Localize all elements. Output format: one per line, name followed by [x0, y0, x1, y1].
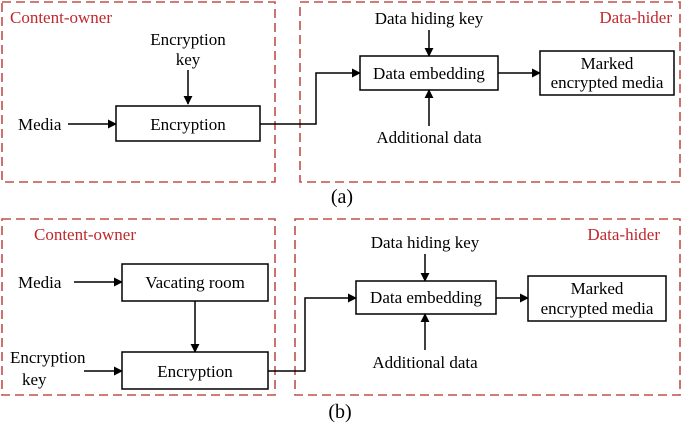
- encryption-box-b: [121, 351, 269, 390]
- media-label-a: Media: [18, 115, 62, 134]
- encryption-key-label-a: Encryption: [150, 30, 226, 49]
- content-owner-region-a: [1, 1, 276, 183]
- caption-a: (a): [331, 186, 353, 208]
- vacating-room-label-b: Vacating room: [145, 273, 245, 292]
- additional-data-label-b: Additional data: [372, 353, 478, 372]
- vacating-room-box-b: [121, 263, 269, 302]
- data-embedding-label-a: Data embedding: [373, 64, 485, 83]
- panel-b: Content-owner Data-hider Media Vacating …: [1, 218, 681, 423]
- data-embedding-label-b: Data embedding: [370, 288, 482, 307]
- data-hider-label-a: Data-hider: [599, 8, 672, 27]
- encryption-key-label-a-line2: key: [176, 50, 201, 69]
- caption-b: (b): [328, 401, 351, 423]
- panel-a: Content-owner Data-hider Encryption key …: [1, 1, 681, 208]
- encryption-key-label-b: Encryption: [10, 348, 86, 367]
- encryption-box-label-b: Encryption: [157, 362, 233, 381]
- additional-data-label-a: Additional data: [376, 128, 482, 147]
- marked-media-label-a-line2: encrypted media: [551, 73, 664, 92]
- data-hider-region-a: [299, 1, 681, 183]
- content-owner-label-a: Content-owner: [10, 8, 112, 27]
- data-hiding-key-label-a: Data hiding key: [375, 9, 484, 28]
- marked-media-label-b-line2: encrypted media: [541, 299, 654, 318]
- data-hider-label-b: Data-hider: [587, 225, 660, 244]
- content-owner-label-b: Content-owner: [34, 225, 136, 244]
- marked-media-label-a-line1: Marked: [581, 54, 634, 73]
- media-label-b: Media: [18, 273, 62, 292]
- encryption-key-label-b-line2: key: [22, 370, 47, 389]
- marked-media-label-b-line1: Marked: [571, 279, 624, 298]
- marked-media-box-a: [539, 50, 675, 96]
- data-hiding-key-label-b: Data hiding key: [371, 233, 480, 252]
- encryption-box-a: [115, 105, 261, 142]
- connector-arrow-b: [268, 293, 357, 372]
- marked-media-box-b: [527, 275, 667, 322]
- connector-arrow-a: [260, 68, 361, 125]
- encryption-box-label-a: Encryption: [150, 115, 226, 134]
